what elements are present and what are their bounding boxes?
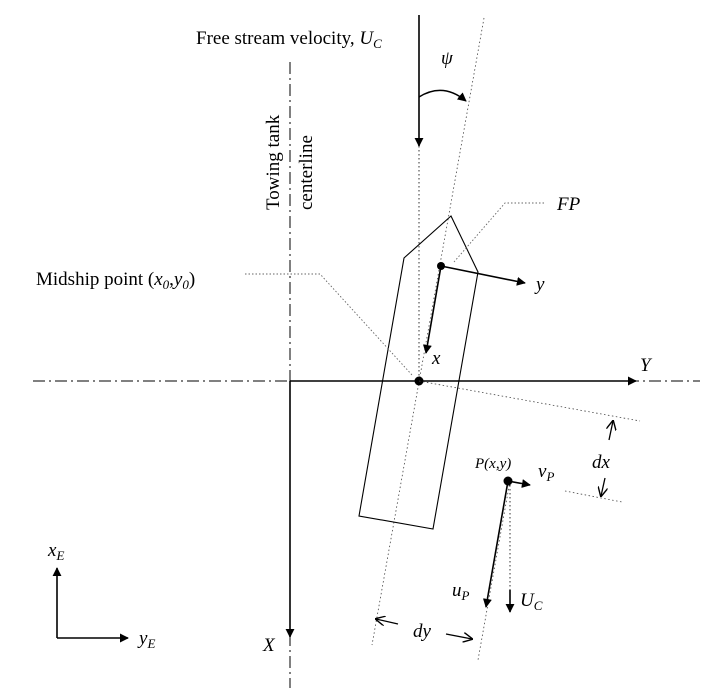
dx-reference-upper <box>418 380 641 422</box>
point-p-dot <box>503 476 513 486</box>
fp-label: FP <box>556 194 581 215</box>
earth-X-label: X <box>262 635 276 656</box>
body-y-arrow <box>440 265 526 286</box>
ye-label: yE <box>137 628 155 651</box>
psi-angle-arc <box>418 89 467 102</box>
midship-label: Midship point (x0,y0) <box>36 269 195 292</box>
dy-reference-right <box>477 480 511 661</box>
dx-dimension-arrow-down <box>601 477 605 496</box>
dy-dimension-arrow-left <box>376 619 399 624</box>
xe-label: xE <box>47 540 64 563</box>
uc-label: UC <box>520 590 543 613</box>
ship-hull <box>358 215 479 530</box>
point-p-label: P(x,y) <box>474 456 511 472</box>
free-stream-label: Free stream velocity, UC <box>196 28 382 51</box>
body-y-label: y <box>534 274 545 295</box>
tank-centerline-label-2: centerline <box>296 135 317 210</box>
psi-label: ψ <box>441 48 454 69</box>
fp-leader <box>453 202 545 263</box>
dy-label: dy <box>413 621 432 642</box>
body-x-arrow <box>422 265 442 354</box>
dy-dimension-arrow-right <box>445 634 472 639</box>
midship-leader <box>245 273 413 376</box>
up-arrow <box>482 480 509 608</box>
origin-dot <box>437 262 445 270</box>
vp-label: vP <box>538 461 554 484</box>
dx-dimension-arrow-up <box>609 421 613 441</box>
dx-label: dx <box>592 452 611 473</box>
dx-reference-lower <box>564 490 623 503</box>
body-x-label: x <box>431 348 441 369</box>
up-label: uP <box>452 580 470 603</box>
tank-centerline-label-1: Towing tank <box>263 114 284 210</box>
earth-Y-label: Y <box>640 355 653 376</box>
